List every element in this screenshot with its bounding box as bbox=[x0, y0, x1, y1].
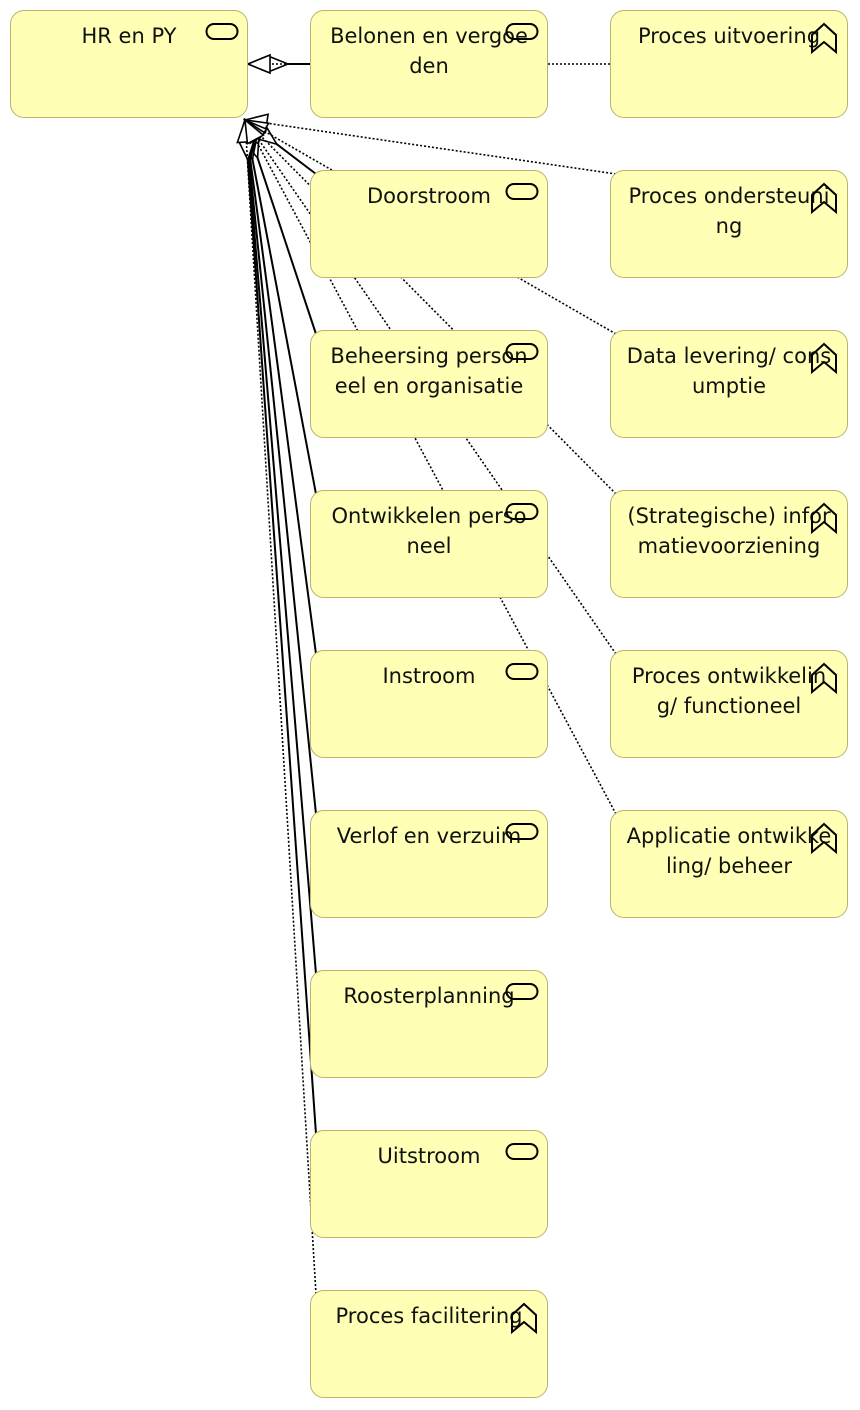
node-label: Doorstroom bbox=[366, 184, 491, 208]
node-label: Belonen en vergoeden bbox=[330, 24, 528, 78]
function-icon bbox=[509, 1301, 539, 1339]
relation-doorstroom bbox=[244, 119, 317, 175]
node-label: Uitstroom bbox=[377, 1144, 481, 1168]
aggregation-marker bbox=[238, 117, 256, 162]
service-icon bbox=[505, 21, 539, 45]
node-label: Beheersing personeel en organisatie bbox=[330, 344, 528, 398]
service-icon bbox=[505, 981, 539, 1005]
aggregation-marker bbox=[243, 118, 279, 146]
node-data-levering-consumptie[interactable]: Data levering/ consumptie bbox=[610, 330, 848, 438]
node-label: Data levering/ consumptie bbox=[626, 344, 832, 398]
node-label: Proces facilitering bbox=[335, 1304, 523, 1328]
function-icon bbox=[809, 661, 839, 699]
node-strategische-informatievoorziening[interactable]: (Strategische) informatievoorziening bbox=[610, 490, 848, 598]
aggregation-marker bbox=[240, 117, 258, 162]
function-icon bbox=[809, 501, 839, 539]
aggregation-marker bbox=[237, 117, 256, 163]
relation-instroom bbox=[244, 119, 317, 655]
realization-marker bbox=[245, 53, 271, 75]
node-label: Proces uitvoering bbox=[637, 24, 821, 48]
node-label: (Strategische) informatievoorziening bbox=[627, 504, 831, 558]
node-roosterplanning[interactable]: Roosterplanning bbox=[310, 970, 548, 1078]
function-icon bbox=[809, 341, 839, 379]
node-label: HR en PY bbox=[81, 24, 177, 48]
aggregation-marker bbox=[242, 117, 260, 161]
node-proces-ontwikkeling-functioneel[interactable]: Proces ontwikkeling/ functioneel bbox=[610, 650, 848, 758]
node-proces-uitvoering[interactable]: Proces uitvoering bbox=[610, 10, 848, 118]
function-icon bbox=[809, 21, 839, 59]
node-doorstroom[interactable]: Doorstroom bbox=[310, 170, 548, 278]
node-uitstroom[interactable]: Uitstroom bbox=[310, 1130, 548, 1238]
service-icon bbox=[205, 21, 239, 45]
aggregation-marker bbox=[238, 117, 257, 162]
node-label: Roosterplanning bbox=[343, 984, 515, 1008]
node-ontwikkelen-personeel[interactable]: Ontwikkelen personeel bbox=[310, 490, 548, 598]
node-label: Verlof en verzuim bbox=[336, 824, 522, 848]
aggregation-marker bbox=[245, 55, 291, 73]
service-icon bbox=[505, 181, 539, 205]
relation-proces-facilitering bbox=[244, 119, 317, 1295]
service-icon bbox=[505, 661, 539, 685]
node-hr-en-py[interactable]: HR en PY bbox=[10, 10, 248, 118]
relation-roosterplanning bbox=[244, 119, 317, 975]
realization-marker bbox=[236, 117, 257, 144]
function-icon bbox=[809, 821, 839, 859]
relation-beheersing bbox=[244, 119, 317, 335]
function-icon bbox=[809, 181, 839, 219]
node-label: Proces ontwikkeling/ functioneel bbox=[631, 664, 827, 718]
relation-proces-ondersteuning bbox=[244, 119, 617, 175]
node-label: Proces ondersteuning bbox=[628, 184, 830, 238]
node-beheersing-personeel-en-organisatie[interactable]: Beheersing personeel en organisatie bbox=[310, 330, 548, 438]
service-icon bbox=[505, 1141, 539, 1165]
node-proces-ondersteuning[interactable]: Proces ondersteuning bbox=[610, 170, 848, 278]
realization-marker bbox=[243, 118, 270, 141]
node-label: Ontwikkelen personeel bbox=[331, 504, 527, 558]
realization-marker bbox=[242, 113, 270, 134]
relation-uitstroom bbox=[244, 119, 317, 1135]
node-belonen-en-vergoeden[interactable]: Belonen en vergoeden bbox=[310, 10, 548, 118]
node-label: Instroom bbox=[382, 664, 476, 688]
realization-marker bbox=[243, 118, 269, 144]
relation-verlof bbox=[244, 119, 317, 815]
realization-marker bbox=[244, 118, 265, 145]
service-icon bbox=[505, 501, 539, 525]
service-icon bbox=[505, 821, 539, 845]
realization-marker bbox=[243, 118, 267, 145]
node-verlof-en-verzuim[interactable]: Verlof en verzuim bbox=[310, 810, 548, 918]
aggregation-marker bbox=[237, 117, 256, 163]
service-icon bbox=[505, 341, 539, 365]
node-proces-facilitering[interactable]: Proces facilitering bbox=[310, 1290, 548, 1398]
node-applicatie-ontwikkeling-beheer[interactable]: Applicatie ontwikkeling/ beheer bbox=[610, 810, 848, 918]
node-instroom[interactable]: Instroom bbox=[310, 650, 548, 758]
node-label: Applicatie ontwikkeling/ beheer bbox=[626, 824, 832, 878]
relation-ontwikkelen bbox=[244, 119, 317, 495]
